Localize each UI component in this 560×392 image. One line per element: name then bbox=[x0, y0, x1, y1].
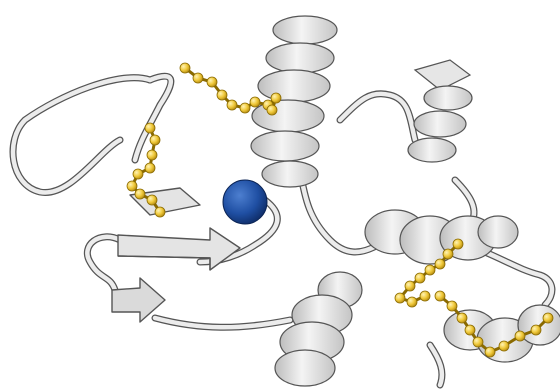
disulfide-bond-top-atom bbox=[250, 97, 260, 107]
disulfide-bond-left-atom bbox=[155, 207, 165, 217]
disulfide-bond-left-atom bbox=[135, 189, 145, 199]
disulfide-bond-top-atom bbox=[267, 105, 277, 115]
disulfide-bond-top-atom bbox=[271, 93, 281, 103]
disulfide-bond-left-atom bbox=[127, 181, 137, 191]
disulfide-bond-left-atom bbox=[133, 169, 143, 179]
disulfide-bond-right-atom bbox=[420, 291, 430, 301]
helix-right-upper bbox=[408, 60, 472, 162]
helix-bottom-center bbox=[275, 272, 362, 386]
disulfide-bond-bottom-right-atom bbox=[473, 337, 483, 347]
disulfide-bond-bottom-right-atom bbox=[499, 341, 509, 351]
disulfide-bond-top-atom bbox=[180, 63, 190, 73]
disulfide-bond-right-atom bbox=[435, 259, 445, 269]
disulfide-bond-left-atom bbox=[147, 195, 157, 205]
disulfide-bond-bottom-right-atom bbox=[515, 331, 525, 341]
disulfide-bond-right-atom bbox=[405, 281, 415, 291]
disulfide-bond-right-atom bbox=[453, 239, 463, 249]
disulfide-bond-bottom-right-atom bbox=[543, 313, 553, 323]
disulfide-bond-right-atom bbox=[395, 293, 405, 303]
disulfide-bond-left-atom bbox=[145, 163, 155, 173]
disulfide-bond-left-atom bbox=[145, 123, 155, 133]
disulfide-bond-bottom-right-atom bbox=[465, 325, 475, 335]
disulfide-bond-top-atom bbox=[207, 77, 217, 87]
disulfide-bond-bottom-right-atom bbox=[457, 313, 467, 323]
disulfide-bond-right-atom bbox=[407, 297, 417, 307]
disulfide-bond-right-atom bbox=[425, 265, 435, 275]
disulfide-bond-top-atom bbox=[193, 73, 203, 83]
beta-strand-upper bbox=[118, 228, 240, 270]
disulfide-bond-top-atom bbox=[240, 103, 250, 113]
disulfide-bond-left-atom bbox=[147, 150, 157, 160]
disulfide-bond-bottom-right-atom bbox=[435, 291, 445, 301]
disulfide-bond-right-atom bbox=[415, 273, 425, 283]
disulfide-bond-top-atom bbox=[217, 90, 227, 100]
disulfide-bond-left-atom bbox=[150, 135, 160, 145]
disulfide-bond-right-atom bbox=[443, 249, 453, 259]
metal-ion bbox=[223, 180, 267, 224]
disulfide-bond-bottom-right-atom bbox=[531, 325, 541, 335]
disulfide-bond-bottom-right-atom bbox=[447, 301, 457, 311]
disulfide-bond-top-atom bbox=[227, 100, 237, 110]
disulfide-bond-bottom-right-atom bbox=[485, 347, 495, 357]
